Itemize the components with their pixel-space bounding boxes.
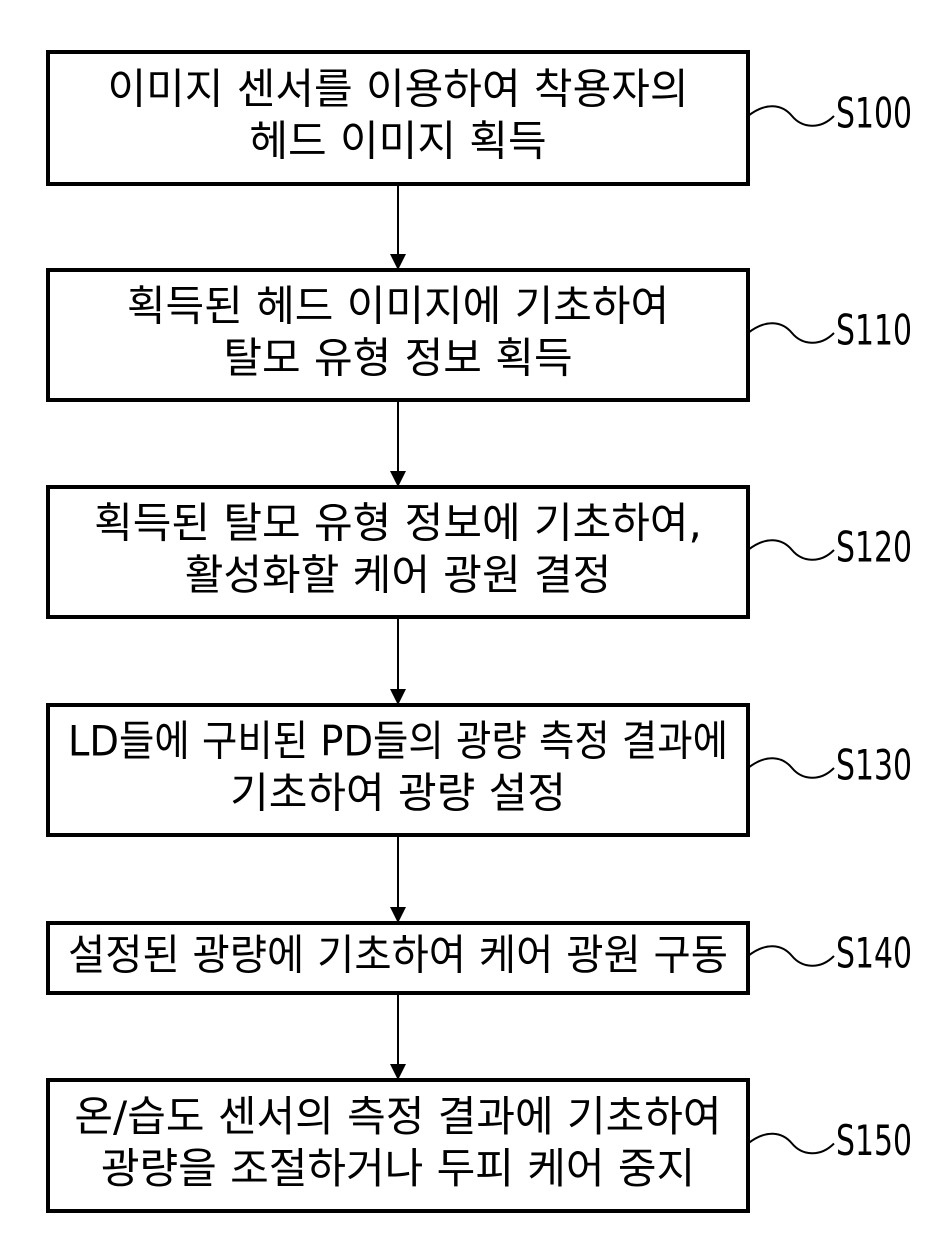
step-text-line: 온/습도 센서의 측정 결과에 기초하여	[74, 1092, 721, 1141]
step-text-line: 기초하여 광량 설정	[230, 769, 566, 818]
label-connector	[747, 105, 835, 127]
step-box-s140: 설정된 광량에 기초하여 케어 광원 구동 S140	[46, 921, 912, 995]
step-label: S150	[836, 1116, 912, 1165]
step-box-outline	[46, 485, 750, 619]
step-label: S140	[836, 929, 912, 978]
label-connector	[747, 1132, 835, 1155]
label-connector	[747, 322, 835, 344]
label-connector	[747, 539, 835, 561]
step-text-line: 활성화할 케어 광원 결정	[185, 551, 611, 600]
step-box-outline	[46, 50, 750, 186]
flow-arrow	[390, 617, 406, 705]
step-label: S120	[836, 523, 912, 572]
step-label: S100	[836, 89, 912, 138]
step-text-line: 설정된 광량에 기초하여 케어 광원 구동	[68, 931, 728, 980]
step-text-line: 획득된 헤드 이미지에 기초하여	[127, 282, 669, 331]
flow-arrow	[390, 993, 406, 1080]
step-box-outline	[46, 1078, 750, 1213]
step-box-outline	[46, 921, 750, 995]
step-text-line: 광량을 조절하거나 두피 케어 중지	[101, 1144, 695, 1193]
label-connector	[747, 757, 835, 779]
step-label: S110	[836, 306, 912, 355]
step-text-line: LD들에 구비된 PD들의 광량 측정 결과에	[68, 717, 728, 766]
flow-arrow	[390, 184, 406, 270]
step-text-line: 이미지 센서를 이용하여 착용자의	[107, 65, 688, 114]
flow-arrow	[390, 400, 406, 487]
step-box-outline	[46, 268, 750, 402]
step-text-line: 헤드 이미지 획득	[249, 117, 546, 166]
step-text-line: 탈모 유형 정보 획득	[223, 334, 572, 383]
flow-arrow	[390, 835, 406, 923]
step-box-s120: 획득된 탈모 유형 정보에 기초하여,활성화할 케어 광원 결정 S120	[46, 485, 912, 619]
label-connector	[747, 945, 835, 967]
step-box-outline	[46, 703, 750, 837]
step-text-line: 획득된 탈모 유형 정보에 기초하여,	[94, 499, 702, 548]
step-label: S130	[836, 741, 912, 790]
